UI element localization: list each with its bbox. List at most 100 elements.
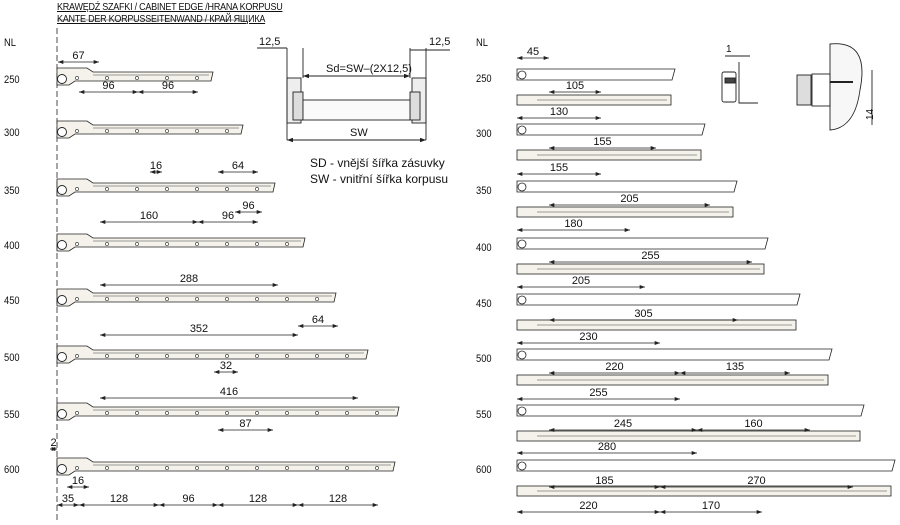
drawer-member bbox=[516, 404, 865, 417]
rail-body bbox=[56, 120, 244, 139]
mounting-hole bbox=[135, 354, 139, 358]
dim-label: 35 bbox=[62, 493, 74, 505]
dim-label: 288 bbox=[180, 273, 198, 285]
mounting-hole bbox=[345, 466, 349, 470]
wheel-icon bbox=[57, 352, 67, 362]
mounting-hole bbox=[165, 354, 169, 358]
mounting-hole bbox=[285, 297, 289, 301]
mounting-hole bbox=[255, 411, 259, 415]
nl-left-250: 250 bbox=[4, 74, 20, 86]
mounting-hole bbox=[75, 187, 79, 191]
mounting-hole bbox=[75, 354, 79, 358]
mounting-hole bbox=[105, 129, 109, 133]
dim-label: 64 bbox=[312, 314, 324, 326]
dim-label: 205 bbox=[572, 275, 590, 287]
dim-label: 205 bbox=[620, 193, 638, 205]
nl-right-400: 400 bbox=[476, 242, 492, 254]
mounting-hole bbox=[165, 76, 169, 80]
sw-label: SW bbox=[350, 127, 368, 139]
wheel-icon bbox=[57, 295, 67, 305]
dim-label: 96 bbox=[102, 80, 114, 92]
mounting-hole bbox=[75, 466, 79, 470]
dim-label: 96 bbox=[162, 80, 174, 92]
offset-left-label: 12,5 bbox=[259, 36, 280, 48]
sd-formula: Sd=SW–(2X12,5) bbox=[326, 63, 412, 75]
mounting-hole bbox=[225, 242, 229, 246]
wheel-icon bbox=[57, 240, 67, 250]
dim-label: 220 bbox=[579, 500, 597, 512]
header-line-2: KANTE DER KORPUSSEITENWAND / КРАЙ ЯЩИКА bbox=[57, 13, 266, 25]
dim-label: 45 bbox=[527, 46, 539, 58]
nl-left-350: 350 bbox=[4, 185, 20, 197]
wheel-icon bbox=[57, 185, 67, 195]
mounting-hole bbox=[315, 411, 319, 415]
front-mount-detail bbox=[796, 43, 873, 131]
drawer-member bbox=[516, 123, 706, 136]
nl-left-500: 500 bbox=[4, 352, 20, 364]
mounting-hole bbox=[195, 187, 199, 191]
dim-label: 155 bbox=[593, 136, 611, 148]
dim-label: 160 bbox=[140, 210, 158, 222]
mounting-hole bbox=[165, 187, 169, 191]
dim-label: 170 bbox=[702, 500, 720, 512]
right-rail-350: 205 180 bbox=[516, 180, 738, 232]
dim-label: 160 bbox=[744, 418, 762, 430]
mounting-hole bbox=[165, 466, 169, 470]
nl-right-600: 600 bbox=[476, 464, 492, 476]
dim-label: 32 bbox=[220, 360, 232, 372]
dim-label: 67 bbox=[72, 50, 84, 62]
nl-left-400: 400 bbox=[4, 240, 20, 252]
wheel-icon bbox=[517, 461, 527, 471]
mounting-hole bbox=[255, 466, 259, 470]
mounting-hole bbox=[225, 466, 229, 470]
dim-label: 245 bbox=[614, 418, 632, 430]
mounting-hole bbox=[135, 297, 139, 301]
mounting-hole bbox=[375, 411, 379, 415]
mounting-hole bbox=[315, 297, 319, 301]
nl-label-left: NL bbox=[4, 37, 16, 49]
dim-label: 16 bbox=[72, 475, 84, 487]
dim-label: 280 bbox=[598, 441, 616, 453]
wheel-icon bbox=[517, 295, 527, 305]
dim-label: 128 bbox=[249, 493, 267, 505]
left-rail-450: 288 bbox=[56, 273, 337, 307]
rail-body bbox=[56, 233, 306, 252]
wheel-icon bbox=[57, 464, 67, 474]
nl-left-450: 450 bbox=[4, 295, 20, 307]
mounting-hole bbox=[165, 242, 169, 246]
nl-right-250: 250 bbox=[476, 73, 492, 85]
drawer-member bbox=[516, 348, 833, 361]
mounting-hole bbox=[105, 297, 109, 301]
nl-right-550: 550 bbox=[476, 409, 492, 421]
wheel-icon bbox=[517, 182, 527, 192]
dim-label: 96 bbox=[242, 200, 254, 212]
mounting-hole bbox=[285, 242, 289, 246]
mounting-hole bbox=[105, 187, 109, 191]
legend-sd: SD - vnější šířka zásuvky bbox=[310, 156, 445, 170]
mounting-hole bbox=[195, 76, 199, 80]
dim-label: 220 bbox=[605, 361, 623, 373]
mounting-hole bbox=[135, 411, 139, 415]
mounting-hole bbox=[225, 297, 229, 301]
dim-label: 180 bbox=[564, 218, 582, 230]
nl-right-450: 450 bbox=[476, 298, 492, 310]
mounting-hole bbox=[105, 354, 109, 358]
nl-left-550: 550 bbox=[4, 409, 20, 421]
mounting-hole bbox=[195, 129, 199, 133]
mounting-hole bbox=[315, 354, 319, 358]
mounting-hole bbox=[225, 354, 229, 358]
cross-section bbox=[257, 47, 450, 143]
dim-label: 96 bbox=[182, 493, 194, 505]
dim-label: 16 bbox=[150, 160, 162, 172]
mounting-hole bbox=[75, 411, 79, 415]
rail-body bbox=[56, 67, 214, 86]
dim-label: 230 bbox=[579, 331, 597, 343]
